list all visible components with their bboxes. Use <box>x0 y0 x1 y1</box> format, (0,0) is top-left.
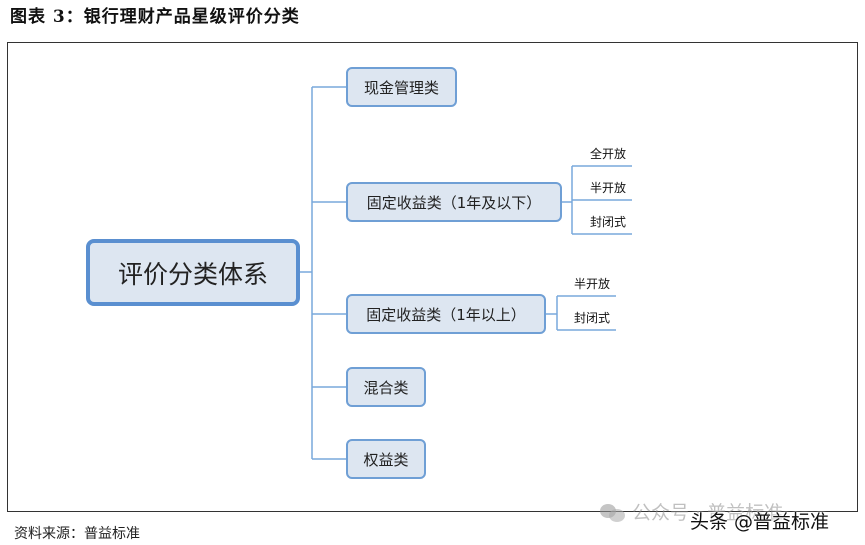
branch-mixed: 混合类 <box>346 367 426 407</box>
branch-fixed-income-short: 固定收益类（1年及以下） <box>346 182 562 222</box>
leaf-closed-end: 封闭式 <box>574 311 611 325</box>
branch-fixed-income-long: 固定收益类（1年以上） <box>346 294 546 334</box>
leaf-closed-end: 封闭式 <box>590 215 627 229</box>
watermark-text: 公众号 · 普益标准 <box>632 502 784 524</box>
watermark: 公众号 · 普益标准 <box>600 498 783 525</box>
branch-equity: 权益类 <box>346 439 426 479</box>
leaf-semi-open: 半开放 <box>590 181 627 195</box>
source-note: 资料来源：普益标准 <box>14 526 140 542</box>
branch-cash-management: 现金管理类 <box>346 67 457 107</box>
wechat-icon <box>600 502 626 522</box>
leaf-fully-open: 全开放 <box>590 147 627 161</box>
leaf-semi-open: 半开放 <box>574 277 611 291</box>
root-node: 评价分类体系 <box>86 239 300 306</box>
platform-brand: 头条 @普益标准 <box>690 511 830 533</box>
diagram-frame <box>7 42 858 512</box>
figure-title: 图表 3：银行理财产品星级评价分类 <box>10 7 300 27</box>
